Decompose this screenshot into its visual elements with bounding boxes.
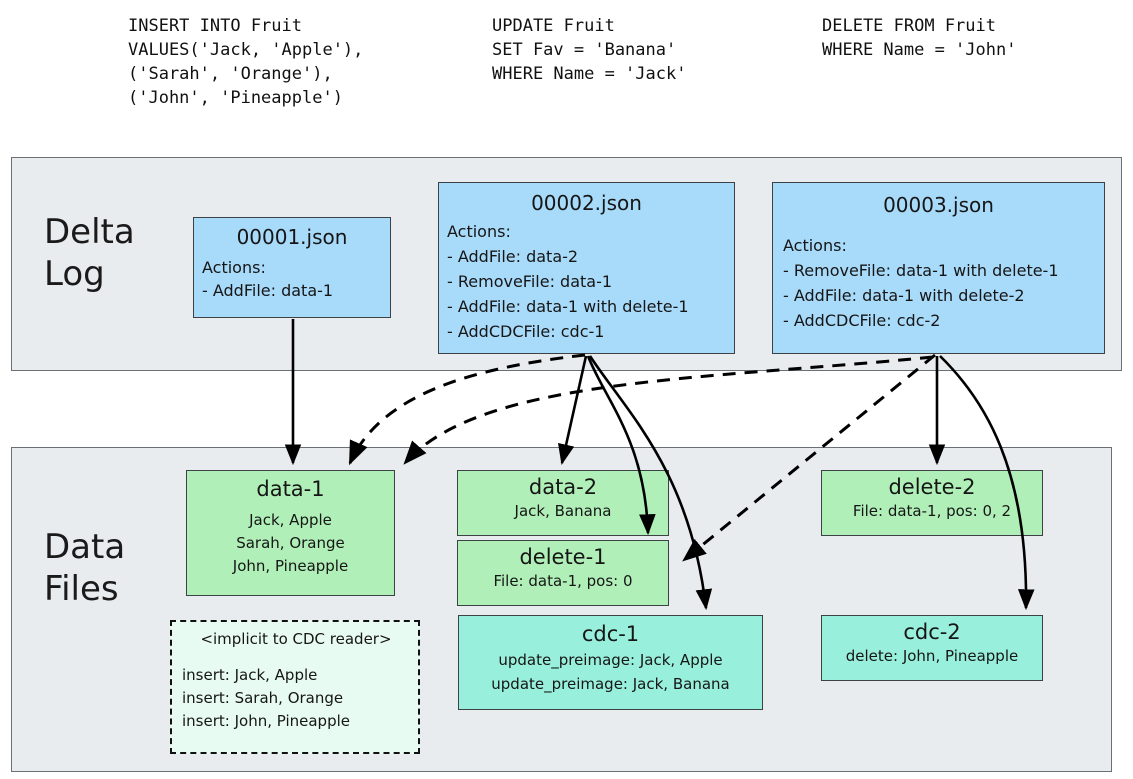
file-delete-2-title: delete-2: [888, 475, 976, 499]
file-delete-1-title: delete-1: [519, 545, 607, 569]
file-cdc-1-title: cdc-1: [581, 622, 640, 646]
log-entry-00002-title: 00002.json: [531, 191, 642, 215]
file-data-1-rows: Jack, Apple Sarah, Orange John, Pineappl…: [232, 511, 349, 575]
delta-log-label: Delta Log: [44, 212, 135, 294]
file-delete-2[interactable]: delete-2 File: data-1, pos: 0, 2: [821, 470, 1043, 536]
file-cdc-2-title: cdc-2: [903, 620, 961, 644]
log-entry-00003-actions: Actions: - RemoveFile: data-1 with delet…: [783, 236, 1059, 330]
log-entry-00001-actions: Actions: - AddFile: data-1: [202, 258, 334, 300]
log-entry-00002[interactable]: 00002.json Actions: - AddFile: data-2 - …: [438, 182, 735, 354]
insert-statement: INSERT INTO Fruit VALUES('Jack, 'Apple')…: [128, 16, 364, 108]
file-data-1[interactable]: data-1 Jack, Apple Sarah, Orange John, P…: [186, 470, 395, 596]
implicit-cdc-reader-rows: insert: Jack, Apple insert: Sarah, Orang…: [182, 666, 350, 730]
log-entry-00003[interactable]: 00003.json Actions: - RemoveFile: data-1…: [772, 182, 1105, 354]
file-cdc-2-rows: delete: John, Pineapple: [845, 647, 1019, 665]
log-entry-00001-title: 00001.json: [236, 225, 348, 249]
file-delete-1-rows: File: data-1, pos: 0: [493, 572, 633, 590]
data-files-label: Data Files: [44, 527, 126, 609]
file-data-2-rows: Jack, Banana: [514, 502, 612, 520]
file-data-2-title: data-2: [528, 475, 598, 499]
file-cdc-1-rows: update_preimage: Jack, Apple update_prei…: [491, 651, 730, 693]
file-delete-2-rows: File: data-1, pos: 0, 2: [852, 502, 1012, 520]
log-entry-00001[interactable]: 00001.json Actions: - AddFile: data-1: [193, 217, 391, 318]
delete-statement: DELETE FROM Fruit WHERE Name = 'John': [822, 16, 1017, 60]
file-delete-1[interactable]: delete-1 File: data-1, pos: 0: [457, 540, 669, 606]
file-data-2[interactable]: data-2 Jack, Banana: [457, 470, 669, 536]
log-entry-00003-title: 00003.json: [883, 193, 994, 217]
log-entry-00002-actions: Actions: - AddFile: data-2 - RemoveFile:…: [447, 222, 689, 341]
file-cdc-1[interactable]: cdc-1 update_preimage: Jack, Apple updat…: [458, 615, 763, 710]
file-data-1-title: data-1: [256, 477, 325, 501]
update-statement: UPDATE Fruit SET Fav = 'Banana' WHERE Na…: [492, 16, 687, 84]
implicit-cdc-reader-title: <implicit to CDC reader>: [200, 630, 392, 648]
file-cdc-2[interactable]: cdc-2 delete: John, Pineapple: [821, 615, 1043, 681]
implicit-cdc-reader-box: <implicit to CDC reader> insert: Jack, A…: [170, 620, 420, 754]
